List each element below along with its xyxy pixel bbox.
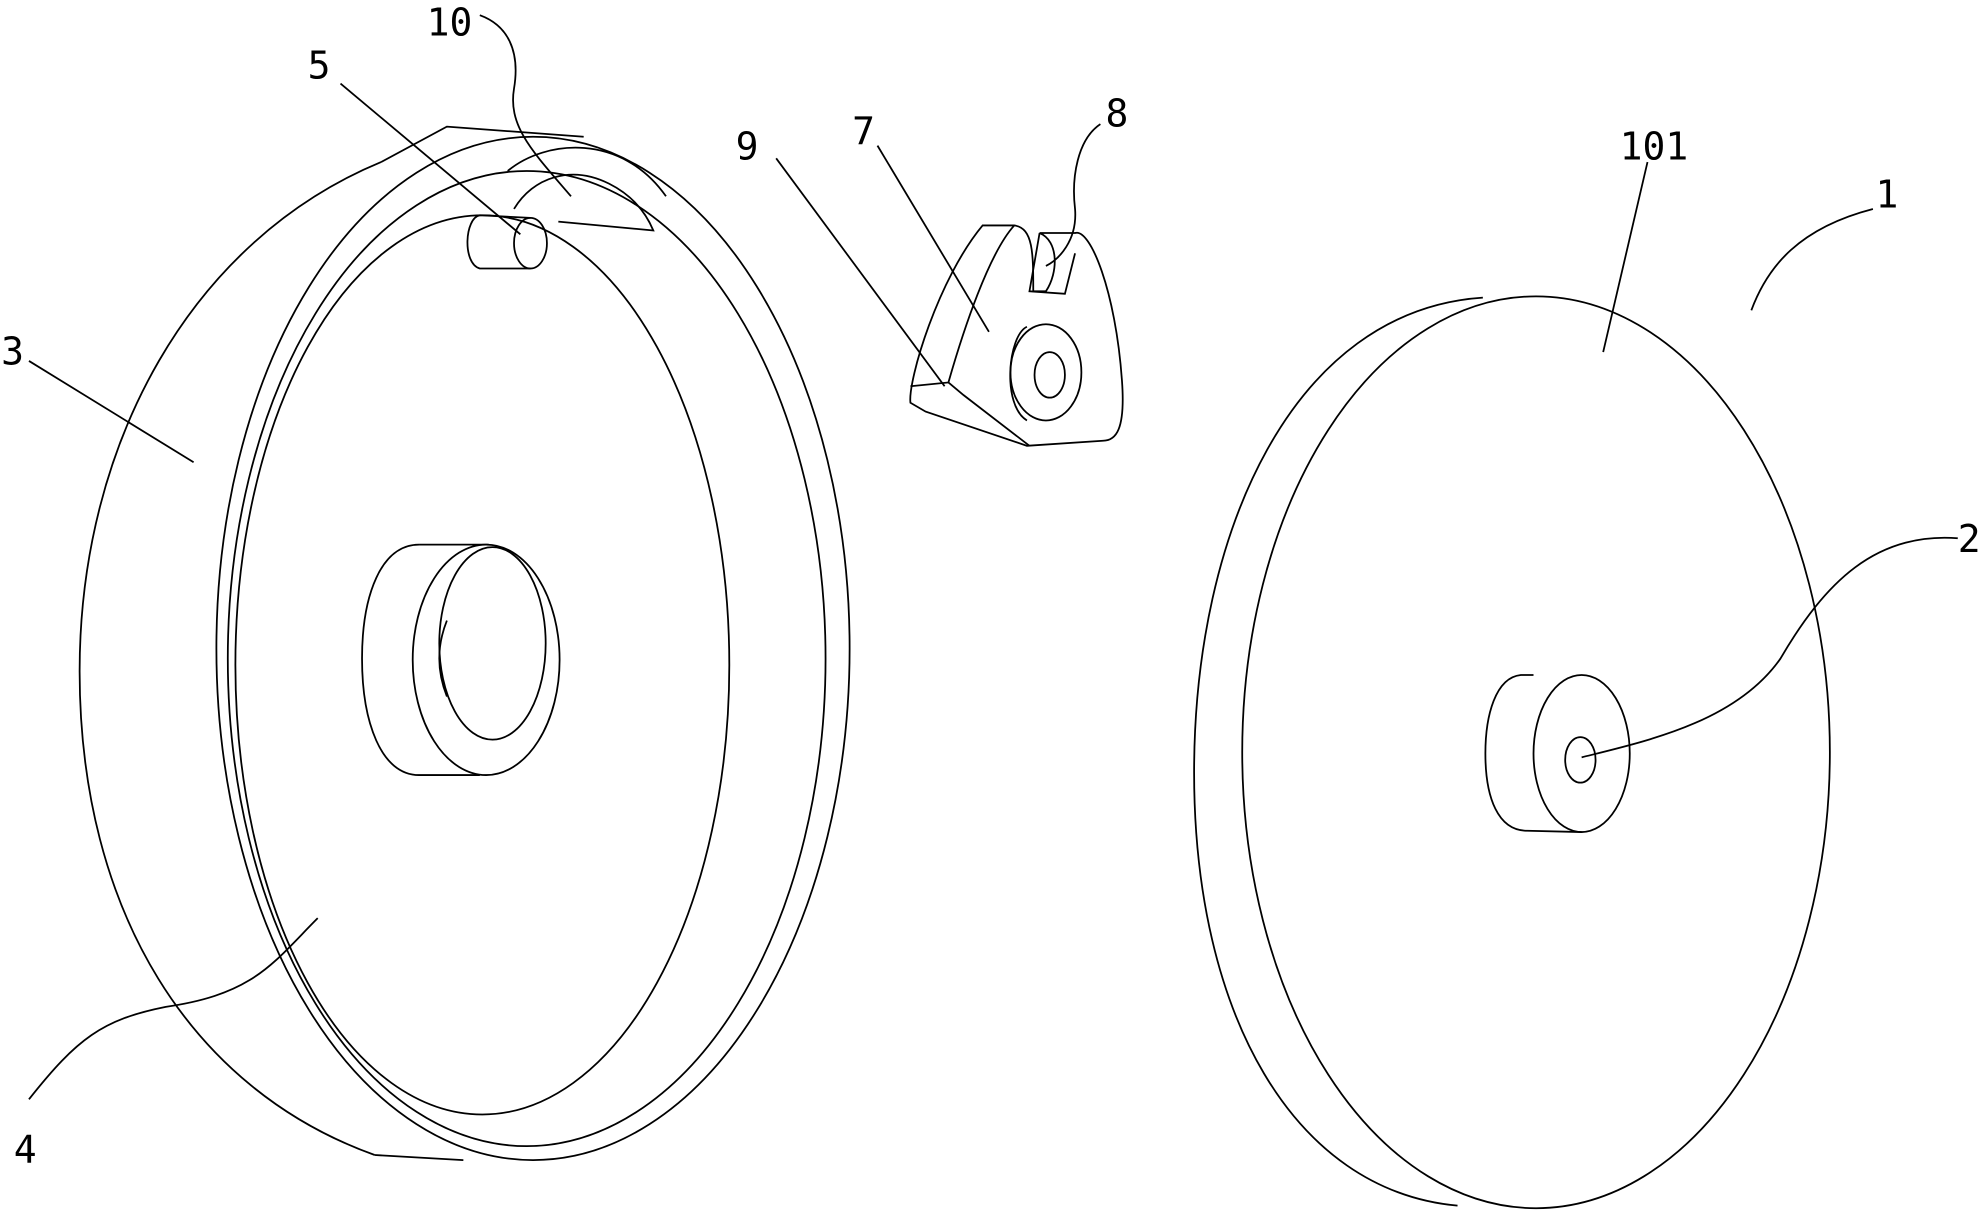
label-1: 1 xyxy=(1875,173,1898,217)
housing-outer-back-edge xyxy=(80,162,381,1155)
hub-back xyxy=(362,545,480,775)
label-8: 8 xyxy=(1105,92,1128,136)
leader-10 xyxy=(480,15,571,196)
label-101: 101 xyxy=(1620,125,1689,169)
inner-disc-part-4 xyxy=(235,215,729,1114)
housing-hub xyxy=(362,545,560,775)
shaft-hole xyxy=(1565,737,1595,783)
leader-9 xyxy=(776,158,944,386)
label-4: 4 xyxy=(14,1128,37,1172)
leader-8 xyxy=(1046,124,1100,266)
hub-front xyxy=(413,545,560,775)
label-2: 2 xyxy=(1958,517,1981,561)
housing-front-rim-outer xyxy=(216,137,849,1160)
wedge-outline xyxy=(910,225,1122,445)
label-10: 10 xyxy=(427,0,473,44)
shaft-front xyxy=(1534,675,1630,832)
leader-lines xyxy=(29,15,1958,1099)
leader-101 xyxy=(1603,162,1647,352)
disc-back-edge xyxy=(1194,298,1483,1206)
wedge-part-7 xyxy=(910,225,1122,445)
housing-top-line xyxy=(381,127,584,162)
disc-part-1 xyxy=(1194,296,1830,1208)
housing-part-3 xyxy=(80,127,850,1160)
leader-1 xyxy=(1751,209,1873,310)
label-5: 5 xyxy=(308,44,331,88)
shaft-part-2 xyxy=(1485,675,1629,832)
wedge-hole xyxy=(1035,352,1065,398)
label-3: 3 xyxy=(1,330,24,374)
disc-face-101 xyxy=(1242,296,1830,1208)
wedge-bottom-edge xyxy=(948,382,1029,445)
wedge-boss xyxy=(1010,324,1081,420)
leader-3 xyxy=(29,361,194,462)
pin-face xyxy=(514,218,547,269)
hub-hole xyxy=(439,547,545,740)
label-9: 9 xyxy=(736,125,759,169)
label-7: 7 xyxy=(852,109,875,153)
leader-2 xyxy=(1582,538,1958,758)
housing-bottom-line xyxy=(375,1155,464,1160)
